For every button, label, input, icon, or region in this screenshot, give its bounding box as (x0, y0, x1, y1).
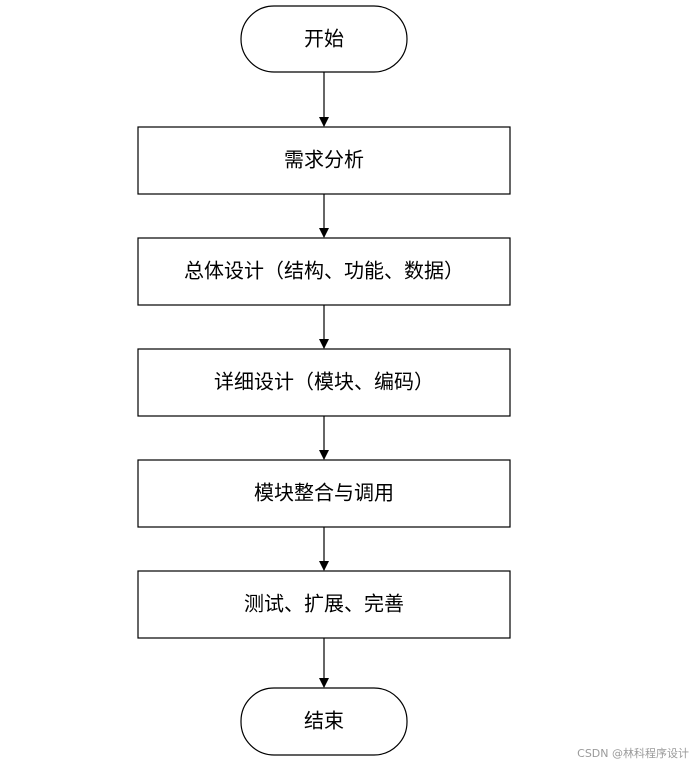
end-node: 结束 (240, 687, 408, 756)
process-step-requirements: 需求分析 (137, 126, 511, 195)
process-step-testing: 测试、扩展、完善 (137, 570, 511, 639)
watermark: CSDN @林科程序设计 (577, 747, 689, 760)
process-step-module-integration: 模块整合与调用 (137, 459, 511, 528)
step-label-testing: 测试、扩展、完善 (244, 592, 404, 616)
start-node: 开始 (240, 5, 408, 73)
process-step-overall-design: 总体设计（结构、功能、数据） (137, 237, 511, 306)
step-label-module-integration: 模块整合与调用 (254, 481, 394, 505)
step-label-overall-design: 总体设计（结构、功能、数据） (184, 259, 464, 283)
start-label: 开始 (304, 27, 344, 51)
end-label: 结束 (304, 709, 344, 733)
step-label-requirements: 需求分析 (284, 148, 364, 172)
process-step-detailed-design: 详细设计（模块、编码） (137, 348, 511, 417)
step-label-detailed-design: 详细设计（模块、编码） (214, 370, 434, 394)
